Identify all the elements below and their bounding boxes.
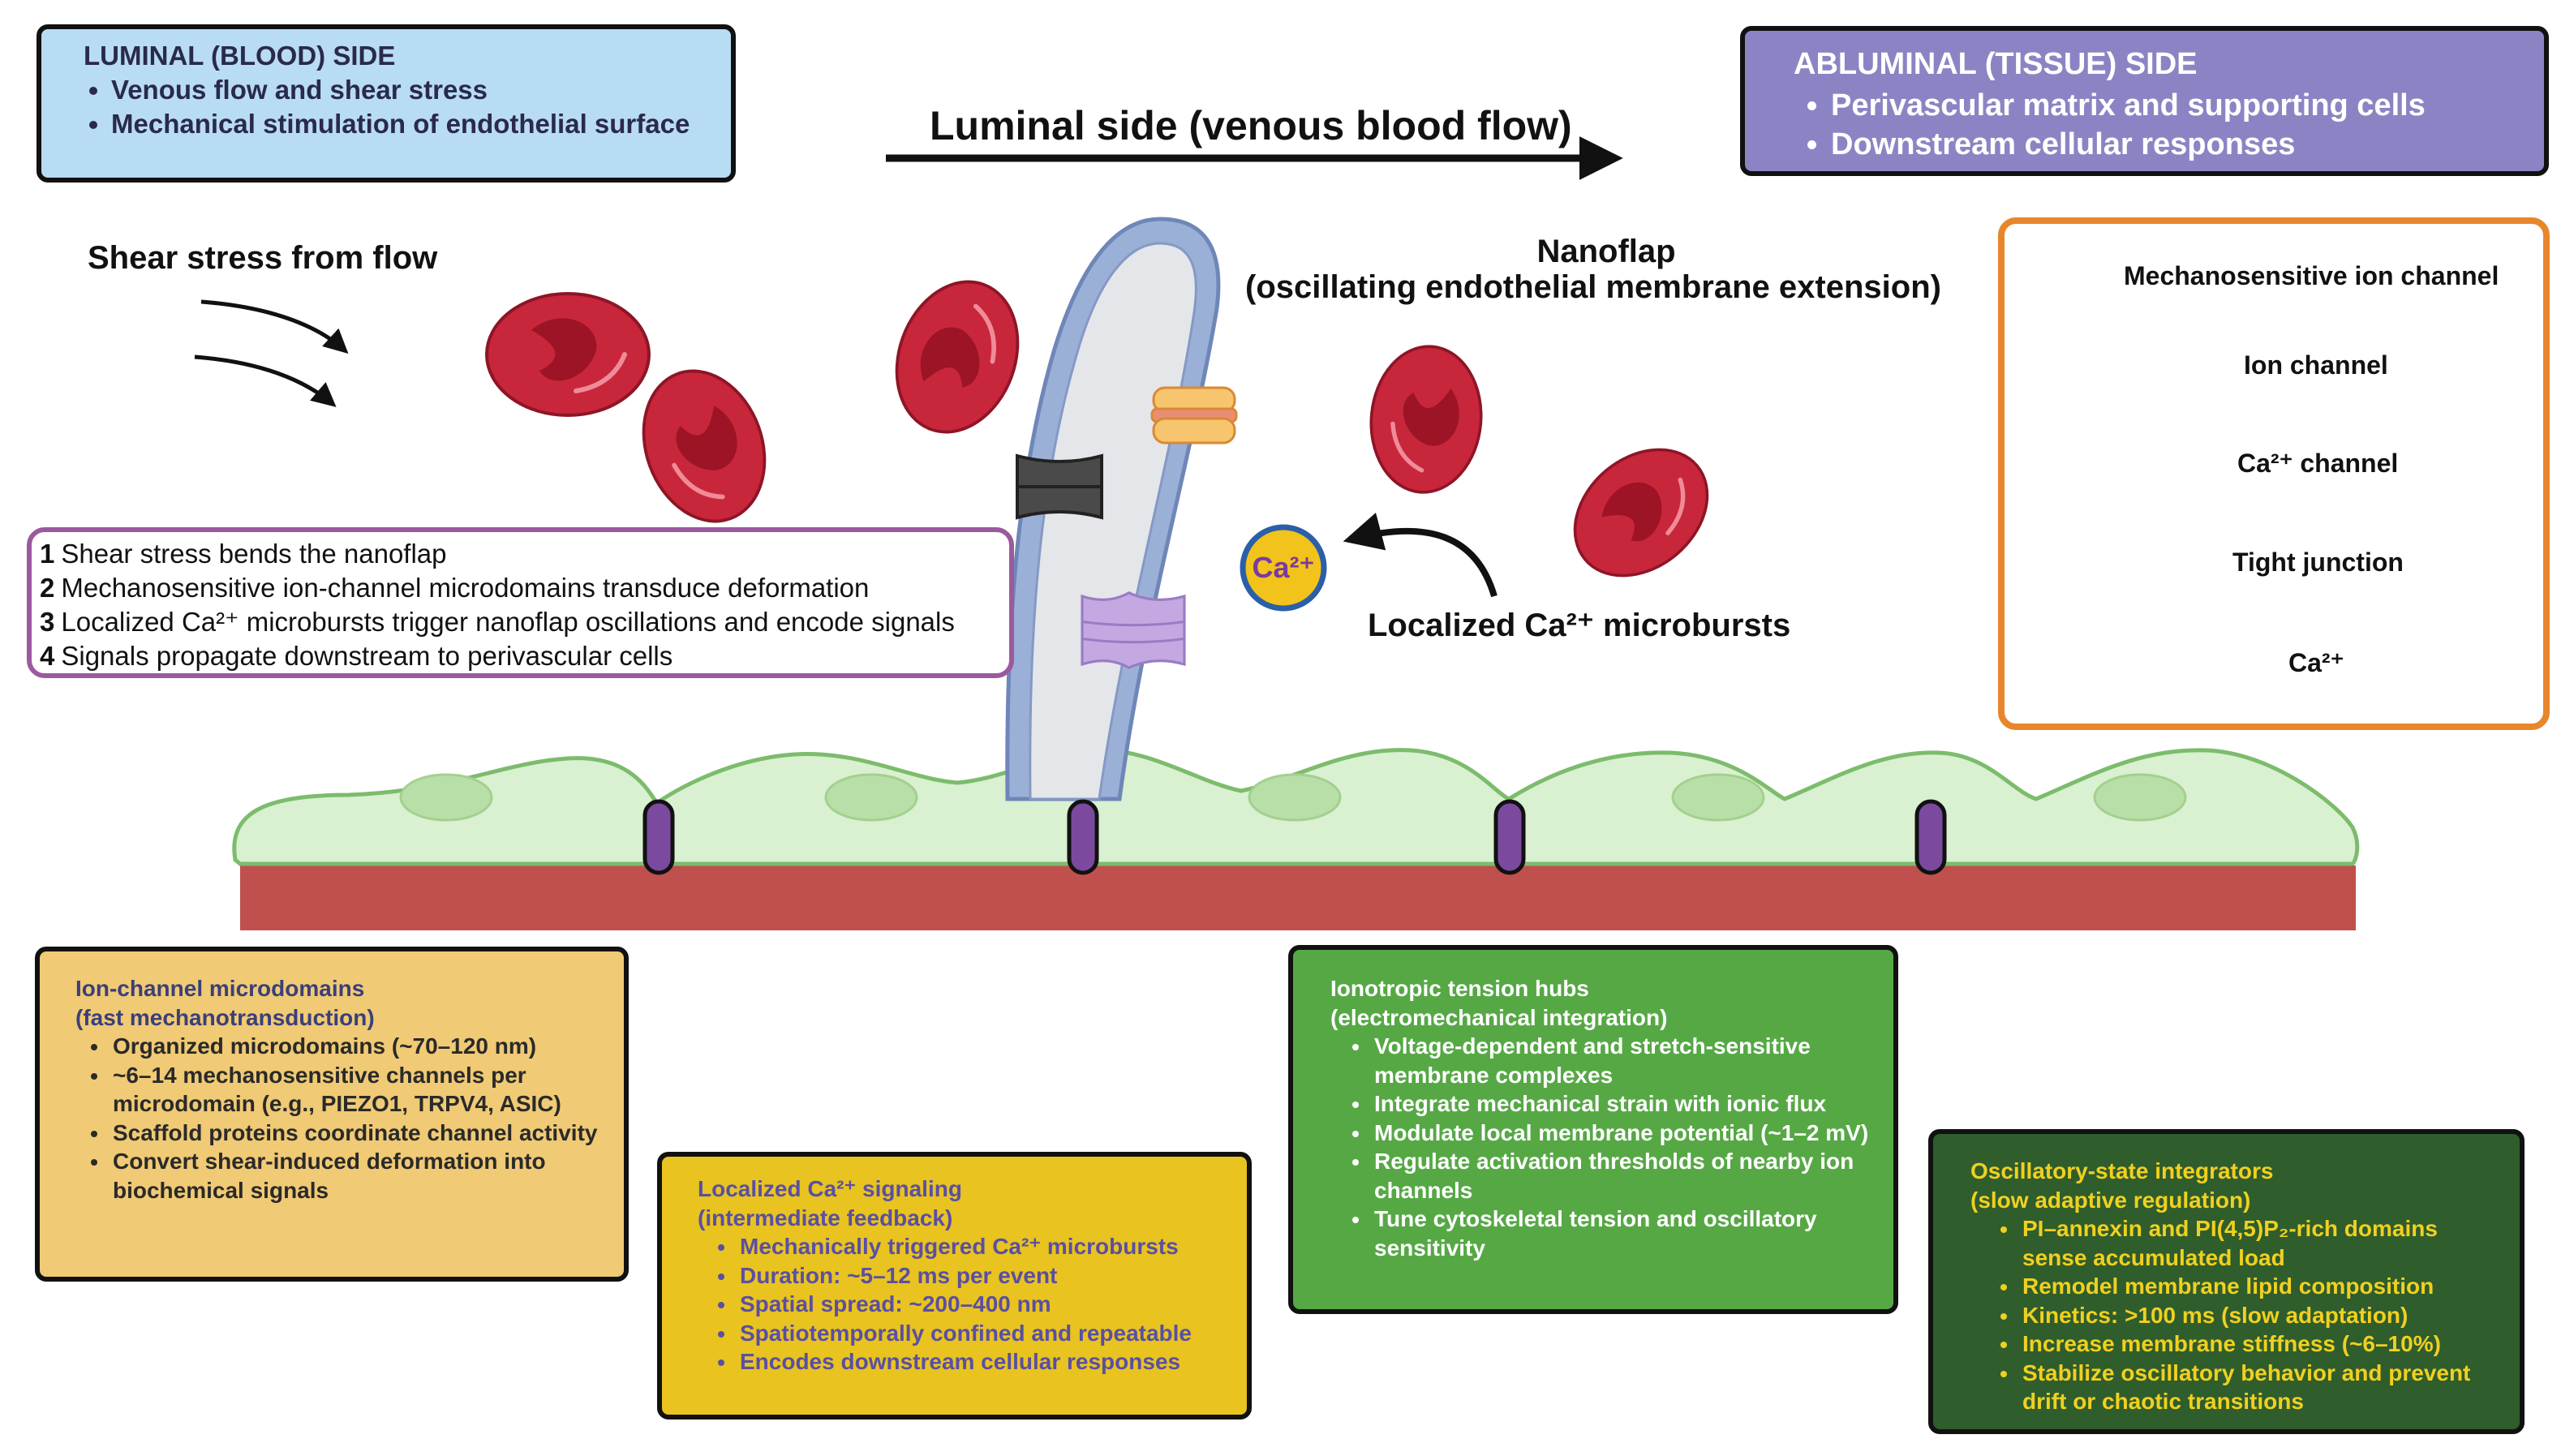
ion-channel-icon bbox=[1016, 454, 1103, 519]
ion-channel-item: ~6–14 mechanosensitive channels per micr… bbox=[110, 1061, 604, 1119]
oscillatory-box: Oscillatory-state integrators (slow adap… bbox=[1928, 1129, 2525, 1434]
red-blood-cell bbox=[1550, 423, 1733, 601]
red-blood-cell bbox=[487, 294, 649, 415]
ca-signaling-list: Mechanically triggered Ca²⁺ microbursts … bbox=[662, 1232, 1227, 1377]
legend-label: Ion channel bbox=[2244, 350, 2388, 380]
tension-hubs-box: Ionotropic tension hubs (electromechanic… bbox=[1288, 945, 1898, 1314]
basement-membrane bbox=[240, 865, 2356, 930]
legend-label: Mechanosensitive ion channel bbox=[2124, 261, 2499, 290]
cell-nucleus bbox=[2093, 773, 2187, 822]
legend-box bbox=[1998, 217, 2550, 730]
tension-hubs-item: Voltage-dependent and stretch-sensitive … bbox=[1371, 1032, 1874, 1089]
ion-channel-box: Ion-channel microdomains (fast mechanotr… bbox=[35, 947, 629, 1282]
oscillatory-item: PI–annexin and PI(4,5)P₂-rich domains se… bbox=[2019, 1214, 2500, 1272]
nanoflap-interior bbox=[1029, 242, 1197, 801]
abluminal-side-item: Downstream cellular responses bbox=[1831, 125, 2574, 164]
tension-hubs-item: Modulate local membrane potential (~1–2 … bbox=[1371, 1119, 1874, 1148]
red-blood-cell bbox=[624, 354, 785, 538]
flow-label: Luminal side (venous blood flow) bbox=[930, 103, 1572, 148]
nanoflap-subtitle: (oscillating endothelial membrane extens… bbox=[1245, 269, 1941, 305]
cell-nucleus bbox=[824, 773, 918, 822]
shear-arrow bbox=[200, 299, 349, 354]
tight-junction-icon bbox=[1069, 801, 1097, 873]
ion-channel-list: Organized microdomains (~70–120 nm) ~6–1… bbox=[40, 1032, 604, 1205]
tight-junction-icon bbox=[1917, 801, 1944, 873]
oscillatory-title: Oscillatory-state integrators (slow adap… bbox=[1970, 1158, 2274, 1213]
microburst-arrow bbox=[1343, 513, 1498, 598]
cell-nucleus bbox=[1248, 773, 1342, 822]
ion-channel-item: Scaffold proteins coordinate channel act… bbox=[110, 1119, 604, 1148]
ca-signaling-item: Mechanically triggered Ca²⁺ microbursts bbox=[737, 1232, 1227, 1261]
ion-channel-item: Convert shear-induced deformation into b… bbox=[110, 1147, 604, 1205]
calcium-channel-icon bbox=[1081, 591, 1186, 669]
ca-signaling-item: Duration: ~5–12 ms per event bbox=[737, 1261, 1227, 1291]
luminal-side-title: LUMINAL (BLOOD) SIDE bbox=[84, 41, 396, 71]
ion-channel-title: Ion-channel microdomains (fast mechanotr… bbox=[75, 976, 375, 1030]
ca-signaling-item: Spatial spread: ~200–400 nm bbox=[737, 1290, 1227, 1319]
tight-junction-icon bbox=[645, 801, 673, 873]
luminal-side-list: Venous flow and shear stress Mechanical … bbox=[41, 73, 744, 141]
calcium-ion-label: Ca²⁺ bbox=[1252, 551, 1314, 584]
oscillatory-item: Stabilize oscillatory behavior and preve… bbox=[2019, 1359, 2500, 1416]
ion-channel-item: Organized microdomains (~70–120 nm) bbox=[110, 1032, 604, 1061]
tension-hubs-list: Voltage-dependent and stretch-sensitive … bbox=[1293, 1032, 1874, 1262]
legend-label: Ca²⁺ bbox=[2288, 648, 2344, 677]
oscillatory-list: PI–annexin and PI(4,5)P₂-rich domains se… bbox=[1933, 1214, 2500, 1416]
red-blood-cell bbox=[1365, 341, 1487, 496]
legend-label: Ca²⁺ channel bbox=[2237, 449, 2399, 478]
ca-signaling-title: Localized Ca²⁺ signaling (intermediate f… bbox=[698, 1176, 962, 1231]
tight-junction-icon bbox=[1496, 801, 1523, 873]
microburst-label: Localized Ca²⁺ microbursts bbox=[1368, 608, 1791, 643]
abluminal-side-box: ABLUMINAL (TISSUE) SIDE Perivascular mat… bbox=[1740, 26, 2549, 176]
abluminal-side-item: Perivascular matrix and supporting cells bbox=[1831, 86, 2574, 125]
tension-hubs-item: Tune cytoskeletal tension and oscillator… bbox=[1371, 1205, 1874, 1262]
legend-label: Tight junction bbox=[2232, 548, 2404, 577]
shear-label: Shear stress from flow bbox=[88, 240, 438, 276]
abluminal-side-title: ABLUMINAL (TISSUE) SIDE bbox=[1794, 47, 2198, 81]
red-blood-cell bbox=[877, 264, 1038, 449]
tension-hubs-title: Ionotropic tension hubs (electromechanic… bbox=[1330, 976, 1668, 1030]
cell-nucleus bbox=[399, 773, 493, 822]
oscillatory-item: Kinetics: >100 ms (slow adaptation) bbox=[2019, 1301, 2500, 1330]
ca-signaling-box: Localized Ca²⁺ signaling (intermediate f… bbox=[657, 1152, 1252, 1419]
oscillatory-item: Increase membrane stiffness (~6–10%) bbox=[2019, 1329, 2500, 1359]
tension-hubs-item: Integrate mechanical strain with ionic f… bbox=[1371, 1089, 1874, 1119]
ca-signaling-item: Spatiotemporally confined and repeatable bbox=[737, 1319, 1227, 1348]
ca-signaling-item: Encodes downstream cellular responses bbox=[737, 1347, 1227, 1377]
nanoflap-title: Nanoflap bbox=[1536, 234, 1676, 269]
mechanosensitive-channel-icon bbox=[1150, 386, 1238, 445]
abluminal-side-list: Perivascular matrix and supporting cells… bbox=[1745, 86, 2574, 164]
luminal-side-item: Venous flow and shear stress bbox=[111, 73, 744, 107]
luminal-side-box: LUMINAL (BLOOD) SIDE Venous flow and she… bbox=[37, 24, 736, 183]
oscillatory-item: Remodel membrane lipid composition bbox=[2019, 1272, 2500, 1301]
luminal-side-item: Mechanical stimulation of endothelial su… bbox=[111, 107, 744, 141]
tension-hubs-item: Regulate activation thresholds of nearby… bbox=[1371, 1147, 1874, 1205]
shear-arrow bbox=[194, 354, 337, 407]
cell-nucleus bbox=[1671, 773, 1765, 822]
